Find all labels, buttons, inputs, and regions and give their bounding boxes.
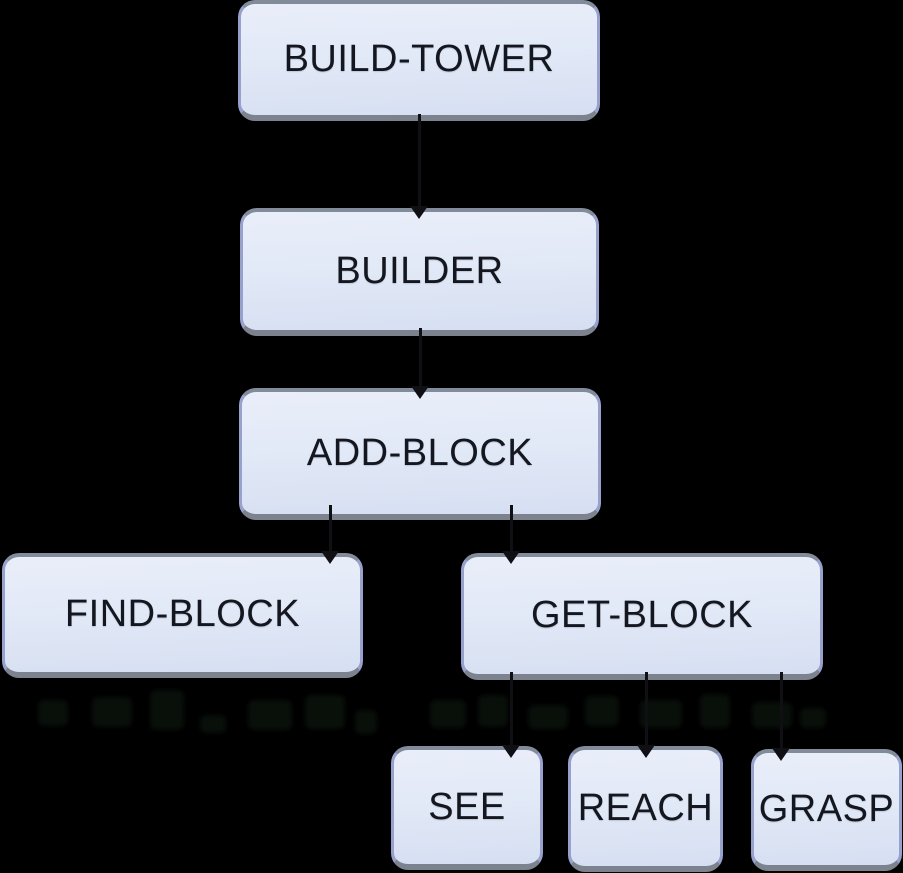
ghost-artifact: [528, 705, 568, 729]
arrowhead-icon: [411, 386, 429, 399]
node-build-tower-label: BUILD-TOWER: [283, 38, 555, 80]
edge-builder-to-add-block: [419, 328, 422, 392]
ghost-artifact: [800, 708, 826, 728]
arrowhead-icon: [410, 206, 428, 219]
node-get-block: GET-BLOCK: [461, 553, 823, 680]
arrowhead-icon: [321, 551, 339, 564]
edge-add-block-to-get-block: [510, 505, 513, 557]
ghost-artifact: [200, 715, 226, 733]
node-see-label: SEE: [428, 785, 506, 828]
node-see: SEE: [391, 746, 543, 870]
node-add-block-label: ADD-BLOCK: [306, 431, 534, 474]
ghost-artifact: [430, 700, 466, 728]
ghost-artifact: [478, 695, 508, 727]
arrowhead-icon: [772, 748, 790, 761]
arrowhead-icon: [637, 745, 655, 758]
ghost-artifact: [248, 700, 292, 730]
ghost-artifact: [585, 696, 619, 726]
ghost-artifact: [92, 697, 132, 727]
ghost-artifact: [355, 710, 377, 734]
edge-get-block-to-reach: [645, 672, 648, 751]
node-build-tower: BUILD-TOWER: [238, 0, 600, 121]
edge-get-block-to-see: [510, 672, 513, 751]
node-grasp-label: GRASP: [758, 787, 895, 830]
ghost-artifact: [752, 702, 792, 728]
ghost-artifact: [305, 695, 345, 729]
edge-get-block-to-grasp: [780, 672, 783, 754]
node-find-block: FIND-BLOCK: [2, 553, 363, 678]
node-builder: BUILDER: [240, 208, 599, 336]
node-get-block-label: GET-BLOCK: [531, 594, 753, 636]
ghost-artifact: [700, 694, 730, 728]
node-reach: REACH: [568, 746, 723, 872]
node-find-block-label: FIND-BLOCK: [64, 593, 301, 635]
arrowhead-icon: [502, 551, 520, 564]
node-grasp: GRASP: [751, 749, 902, 871]
node-builder-label: BUILDER: [335, 249, 504, 292]
node-reach-label: REACH: [577, 786, 714, 829]
node-add-block: ADD-BLOCK: [239, 388, 601, 520]
ghost-artifact: [150, 690, 184, 730]
arrowhead-icon: [502, 745, 520, 758]
edge-add-block-to-find-block: [329, 505, 332, 557]
ghost-artifact: [38, 700, 68, 726]
edge-build-tower-to-builder: [418, 114, 421, 212]
